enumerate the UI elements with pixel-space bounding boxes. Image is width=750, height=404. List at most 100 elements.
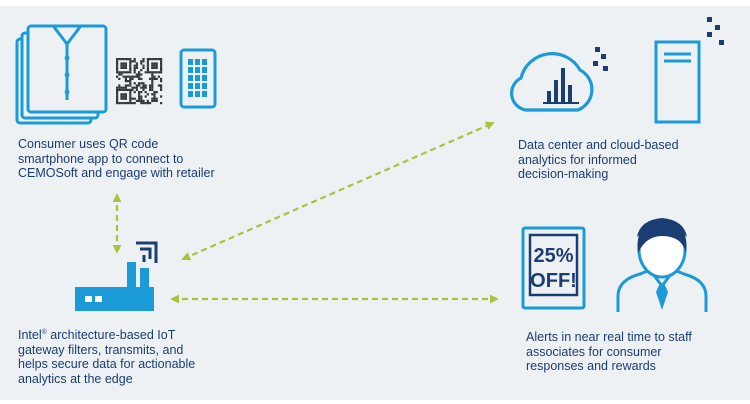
qr-module	[153, 58, 156, 61]
qr-module	[118, 71, 121, 74]
qr-module	[142, 102, 145, 105]
qr-module	[138, 84, 141, 87]
qr-module	[142, 82, 145, 85]
qr-module	[146, 62, 149, 65]
qr-module	[138, 73, 141, 76]
qr-module	[151, 66, 154, 69]
qr-module	[124, 66, 127, 69]
qr-module	[153, 91, 156, 94]
qr-module	[118, 58, 121, 61]
qr-module	[140, 77, 143, 80]
qr-module	[151, 62, 154, 65]
qr-module	[116, 95, 119, 98]
alerts-caption: Alerts in near real time to staff associ…	[526, 330, 692, 374]
qr-module	[133, 82, 136, 85]
qr-module	[133, 60, 136, 63]
qr-module	[116, 86, 119, 89]
qr-module	[116, 99, 119, 102]
sign-line-2: OFF!	[530, 270, 577, 292]
qr-module	[155, 66, 158, 69]
qr-module	[116, 58, 119, 61]
qr-module	[124, 80, 127, 83]
qr-module	[129, 80, 132, 83]
qr-module	[155, 62, 158, 65]
qr-module	[120, 95, 123, 98]
qr-module	[133, 97, 136, 100]
qr-module	[120, 102, 123, 105]
qr-module	[153, 64, 156, 67]
smartphone-icon	[179, 48, 217, 109]
qr-module	[140, 62, 143, 65]
qr-module	[131, 75, 134, 78]
qr-module	[140, 91, 143, 94]
qr-module	[144, 102, 147, 105]
qr-module	[149, 88, 152, 91]
qr-module	[160, 80, 163, 83]
qr-module	[131, 102, 134, 105]
qr-module	[129, 102, 132, 105]
qr-module	[146, 64, 149, 67]
qr-module	[129, 71, 132, 74]
qr-module	[146, 99, 149, 102]
qr-module	[160, 102, 163, 105]
qr-module	[151, 97, 154, 100]
qr-module	[116, 88, 119, 91]
qr-module	[149, 77, 152, 80]
phone-screen-tile	[202, 91, 207, 97]
qr-module	[120, 66, 123, 69]
qr-module	[127, 88, 130, 91]
qr-module	[149, 84, 152, 87]
qr-module	[151, 99, 154, 102]
shirt-icon	[15, 24, 108, 125]
qr-module	[151, 80, 154, 83]
qr-module	[118, 88, 121, 91]
qr-module	[133, 91, 136, 94]
qr-module	[133, 102, 136, 105]
qr-module	[160, 58, 163, 61]
consumer-caption-line: smartphone app to connect to	[18, 151, 184, 166]
qr-module	[129, 95, 132, 98]
qr-module	[160, 84, 163, 87]
qr-module	[122, 86, 125, 89]
qr-module	[116, 97, 119, 100]
qr-module	[151, 82, 154, 85]
qr-module	[151, 88, 154, 91]
qr-module	[127, 75, 130, 78]
qr-module	[129, 84, 132, 87]
qr-module	[160, 62, 163, 65]
qr-module	[131, 88, 134, 91]
qr-module	[129, 64, 132, 67]
qr-module	[129, 99, 132, 102]
qr-module	[135, 62, 138, 65]
gateway-caption: Intel® architecture-based IoT gateway fi…	[18, 328, 195, 386]
qr-module	[124, 64, 127, 67]
qr-module	[151, 64, 154, 67]
qr-module	[142, 84, 145, 87]
qr-module	[140, 86, 143, 89]
qr-module	[120, 71, 123, 74]
qr-module	[120, 97, 123, 100]
qr-module	[142, 88, 145, 91]
phone-screen-tile	[202, 75, 207, 81]
qr-module	[155, 91, 158, 94]
qr-module	[129, 91, 132, 94]
qr-module	[153, 97, 156, 100]
qr-module	[133, 58, 136, 61]
qr-module	[153, 93, 156, 96]
qr-module	[131, 97, 134, 100]
qr-module	[138, 93, 141, 96]
qr-module	[135, 84, 138, 87]
qr-module	[140, 73, 143, 76]
qr-module	[135, 75, 138, 78]
qr-module	[120, 64, 123, 67]
qr-module	[131, 86, 134, 89]
qr-module	[122, 88, 125, 91]
qr-module	[140, 95, 143, 98]
qr-module	[153, 71, 156, 74]
qr-module	[157, 71, 160, 74]
qr-module	[153, 62, 156, 65]
qr-module	[131, 77, 134, 80]
qr-module	[140, 102, 143, 105]
qr-module	[149, 86, 152, 89]
qr-module	[135, 86, 138, 89]
